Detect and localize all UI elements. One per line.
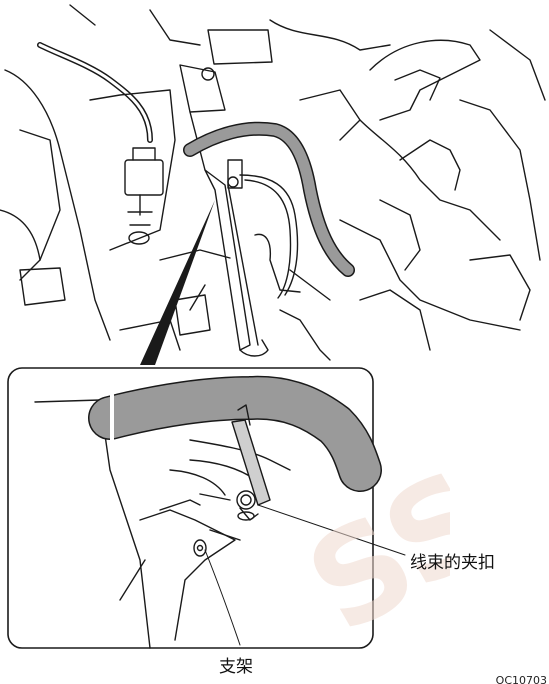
detail-inset (7, 367, 382, 649)
overview-drawing (0, 4, 546, 365)
leader-harness-clip (257, 504, 406, 556)
bracket-label: 支架 (219, 657, 253, 677)
figure-code: OC10703 (495, 674, 547, 684)
leader-bracket (204, 549, 241, 646)
harness-clip-label: 线束的夹扣 (410, 553, 495, 573)
